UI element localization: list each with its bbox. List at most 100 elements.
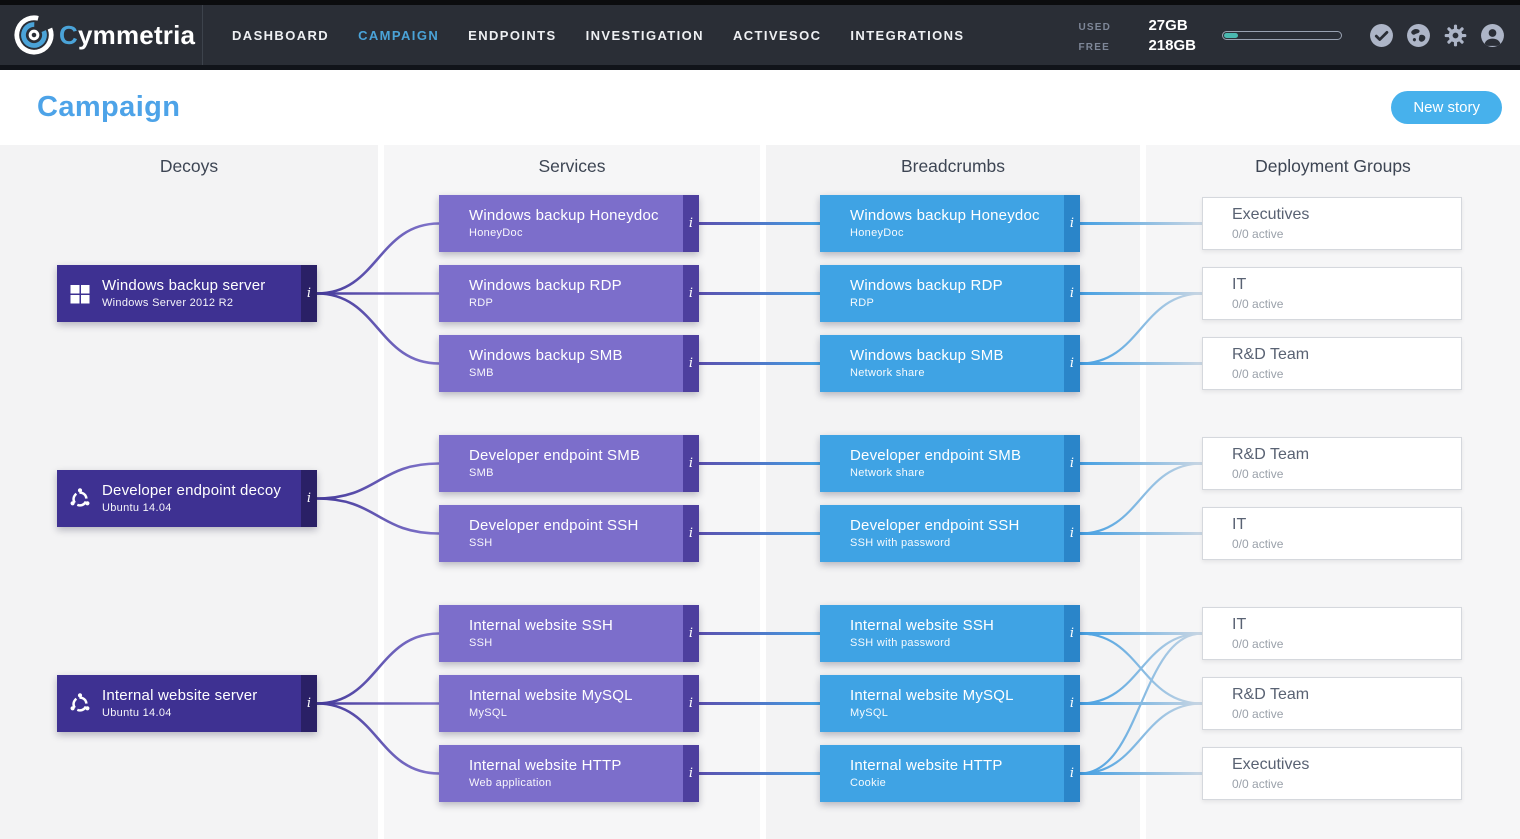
info-icon[interactable]: i — [1064, 745, 1080, 802]
group-title: Executives — [1232, 206, 1310, 223]
page-title: Campaign — [37, 91, 181, 123]
group-active-count: 0/0 active — [1232, 707, 1284, 721]
info-icon[interactable]: i — [683, 195, 699, 252]
node-subtitle: SMB — [469, 367, 494, 380]
brand-name: Cymmetria — [59, 19, 196, 50]
info-icon[interactable]: i — [301, 265, 317, 322]
nav-item-investigation[interactable]: INVESTIGATION — [585, 27, 704, 43]
service-node[interactable]: Windows backup RDP RDP i — [439, 265, 699, 322]
deployment-group-card[interactable]: R&D Team 0/0 active — [1202, 677, 1462, 730]
ubuntu-icon — [68, 692, 92, 716]
check-circle-icon[interactable] — [1369, 23, 1394, 48]
nav-item-dashboard[interactable]: DASHBOARD — [232, 27, 330, 43]
node-title: Windows backup SMB — [850, 347, 1004, 365]
info-icon[interactable]: i — [301, 470, 317, 527]
top-nav-bar: Cymmetria DASHBOARD CAMPAIGN ENDPOINTS INVE… — [0, 0, 1520, 70]
info-icon[interactable]: i — [683, 605, 699, 662]
gear-icon[interactable] — [1443, 23, 1468, 48]
group-active-count: 0/0 active — [1232, 367, 1284, 381]
group-title: IT — [1232, 616, 1247, 633]
info-icon[interactable]: i — [1064, 265, 1080, 322]
info-icon[interactable]: i — [683, 505, 699, 562]
node-subtitle: Network share — [850, 467, 925, 480]
new-story-button[interactable]: New story — [1391, 91, 1502, 124]
info-icon[interactable]: i — [683, 265, 699, 322]
deployment-group-card[interactable]: Executives 0/0 active — [1202, 197, 1462, 250]
node-title: Internal website SSH — [850, 617, 995, 635]
info-icon[interactable]: i — [1064, 335, 1080, 392]
node-subtitle: SSH with password — [850, 537, 951, 550]
node-title: Windows backup RDP — [469, 277, 622, 295]
group-active-count: 0/0 active — [1232, 227, 1284, 241]
diagram: Decoys Services Breadcrumbs Deployment G… — [0, 145, 1520, 839]
info-icon[interactable]: i — [683, 335, 699, 392]
column-header-deployment-groups: Deployment Groups — [1255, 156, 1411, 176]
group-title: Executives — [1232, 756, 1310, 773]
node-subtitle: MySQL — [469, 707, 508, 720]
info-icon[interactable]: i — [683, 745, 699, 802]
node-subtitle: RDP — [469, 297, 494, 310]
info-icon[interactable]: i — [1064, 505, 1080, 562]
info-icon[interactable]: i — [1064, 675, 1080, 732]
node-subtitle: HoneyDoc — [850, 227, 904, 240]
nav-item-campaign[interactable]: CAMPAIGN — [358, 27, 440, 43]
info-icon[interactable]: i — [683, 675, 699, 732]
node-title: Windows backup server — [102, 277, 266, 295]
info-icon[interactable]: i — [1064, 435, 1080, 492]
group-active-count: 0/0 active — [1232, 467, 1284, 481]
group-title: R&D Team — [1232, 686, 1310, 703]
node-subtitle: Web application — [469, 777, 552, 790]
nav-item-activesoc[interactable]: ACTIVESOC — [732, 27, 822, 43]
user-icon[interactable] — [1480, 23, 1505, 48]
info-icon[interactable]: i — [301, 675, 317, 732]
globe-icon[interactable] — [1406, 23, 1431, 48]
ubuntu-icon — [68, 487, 92, 511]
info-icon[interactable]: i — [1064, 605, 1080, 662]
nav-item-endpoints[interactable]: ENDPOINTS — [468, 27, 557, 43]
brand[interactable]: Cymmetria — [0, 5, 203, 65]
node-subtitle: SMB — [469, 467, 494, 480]
node-title: Developer endpoint SSH — [469, 517, 639, 535]
node-title: Internal website server — [102, 687, 258, 705]
info-icon[interactable]: i — [683, 435, 699, 492]
connection-lines — [316, 222, 1203, 775]
node-title: Windows backup Honeydoc — [469, 207, 659, 225]
column-header-services: Services — [538, 156, 606, 176]
group-active-count: 0/0 active — [1232, 297, 1284, 311]
group-title: IT — [1232, 516, 1247, 533]
storage-progress-bar — [1222, 30, 1342, 40]
info-icon[interactable]: i — [1064, 195, 1080, 252]
nav-item-integrations[interactable]: INTEGRATIONS — [850, 27, 965, 43]
node-title: Internal website SSH — [469, 617, 614, 635]
